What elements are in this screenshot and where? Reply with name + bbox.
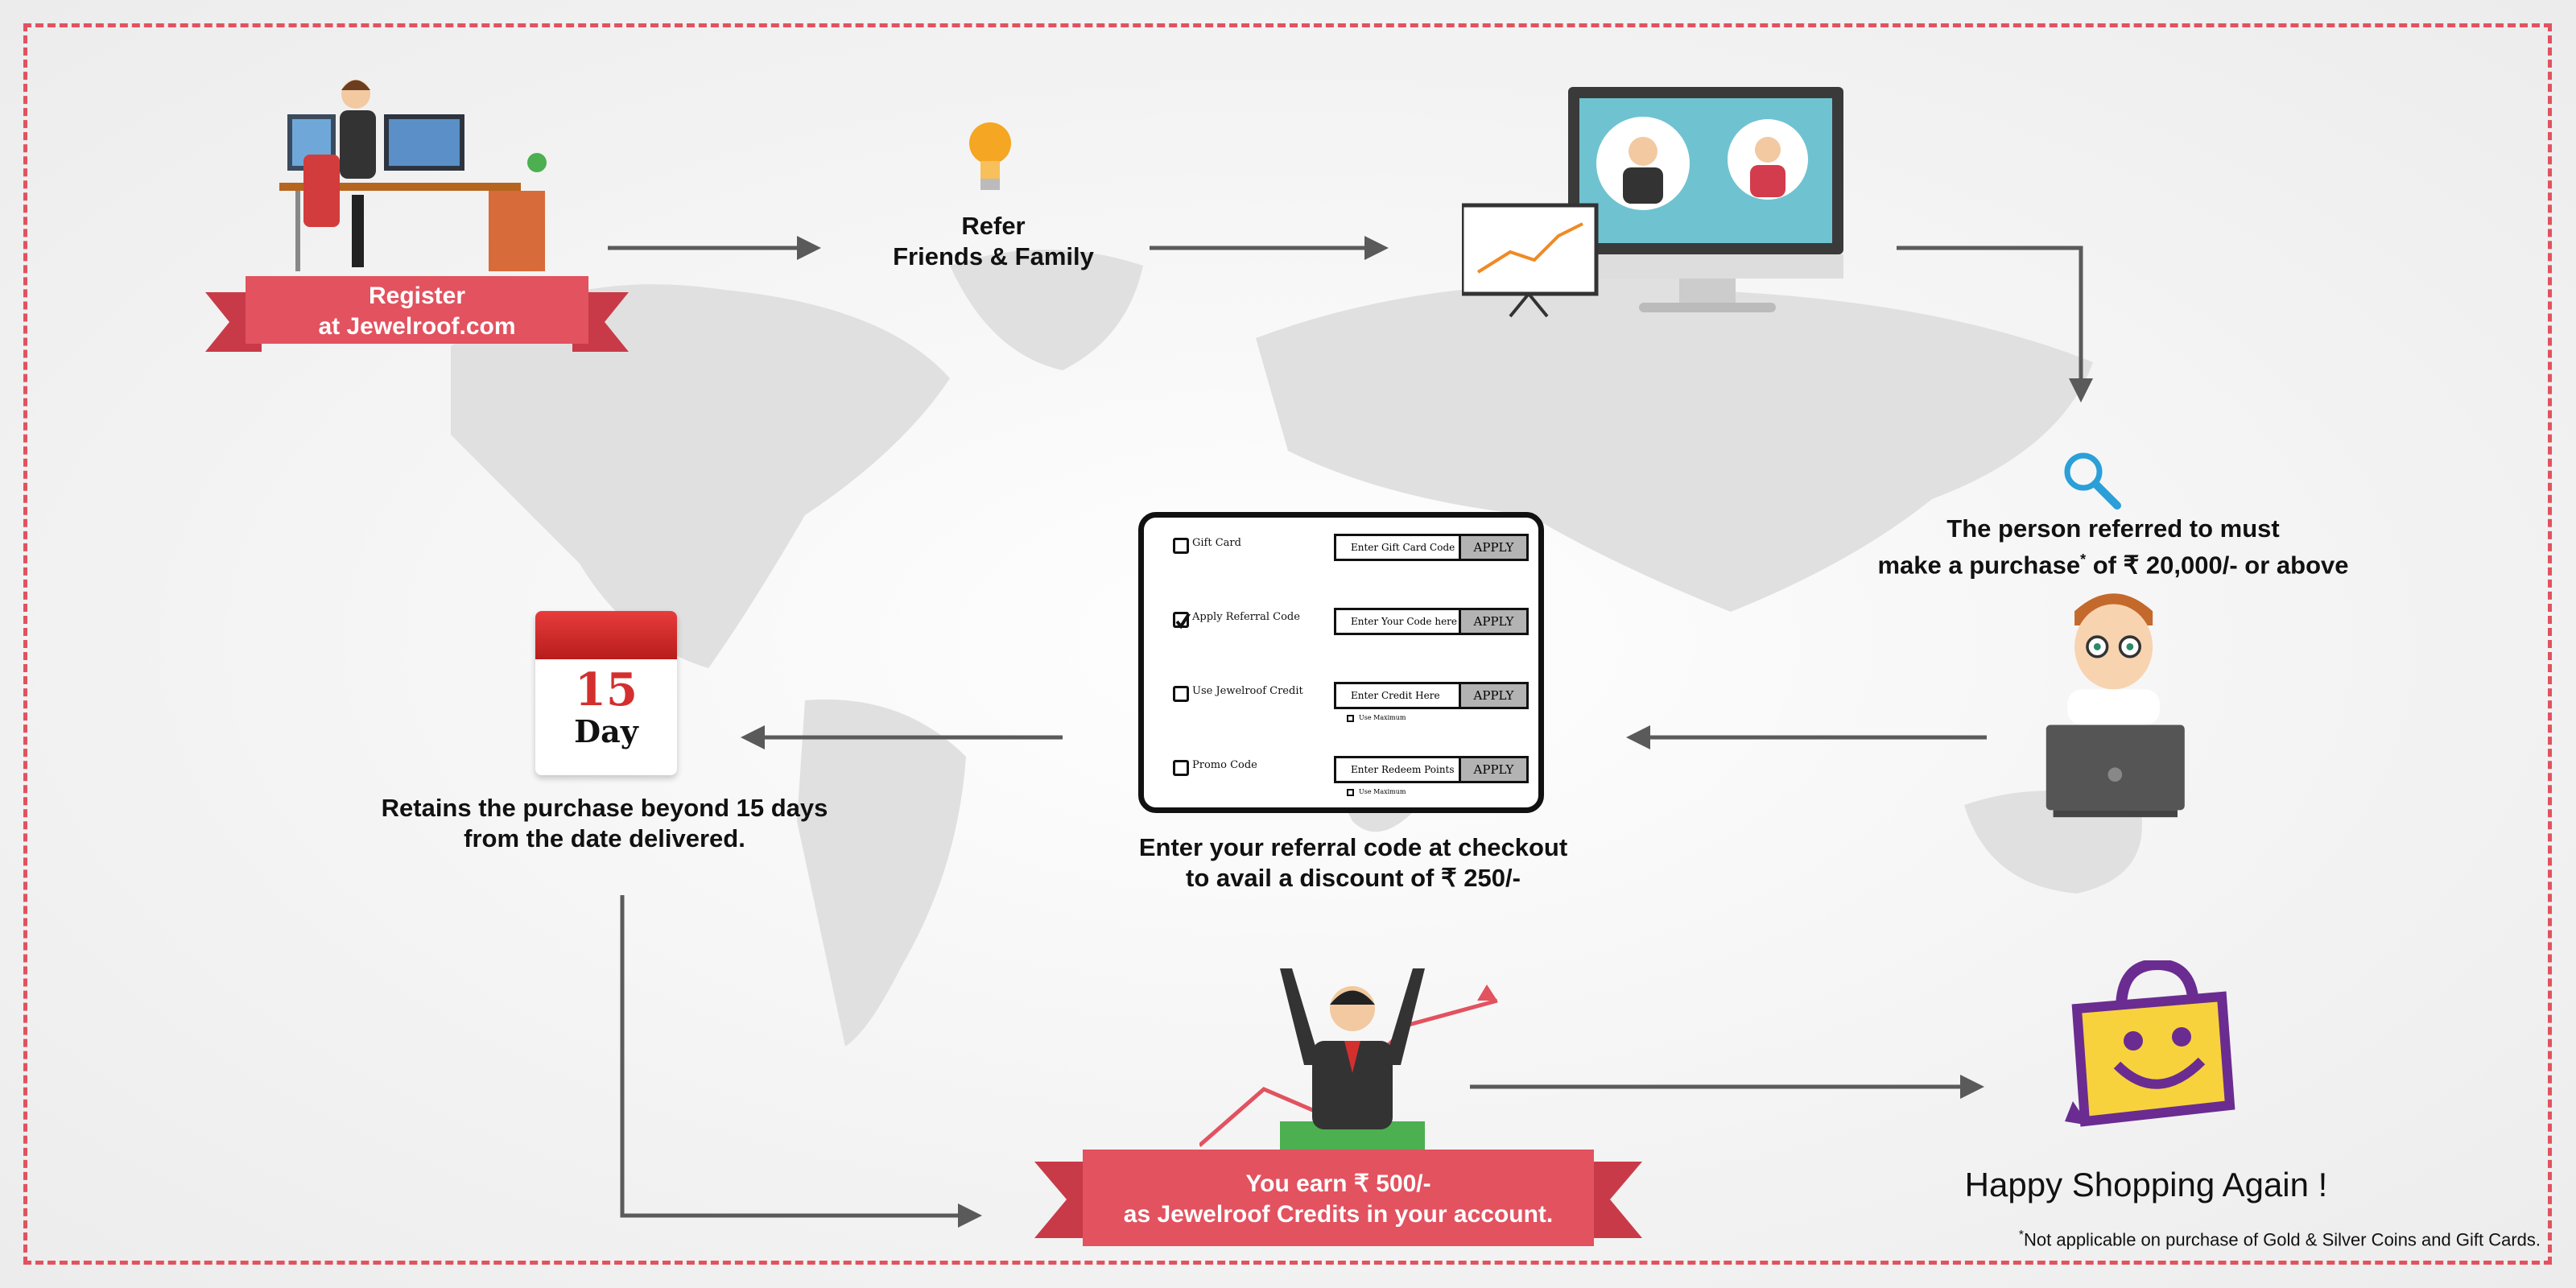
footnote-text: Not applicable on purchase of Gold & Sil… [2024,1229,2541,1250]
earn-banner: You earn ₹ 500/- as Jewelroof Credits in… [1034,1150,1642,1252]
checkout-text: Enter your referral code at checkout to … [1139,832,1567,894]
video-call-monitor-illustration [1462,87,1843,318]
person-at-desk-illustration [279,80,547,271]
register-banner: Register at Jewelroof.com [205,276,629,352]
referral-code-input[interactable]: Enter Your Code here [1334,608,1459,635]
calendar-day-number: 15 [575,663,638,716]
promo-code-apply-button[interactable]: APPLY [1459,756,1529,783]
promo-code-label: Promo Code [1192,759,1257,771]
footnote: *Not applicable on purchase of Gold & Si… [2019,1228,2541,1250]
purchase-line2b: of ₹ 20,000/- or above [2086,551,2349,580]
form-row-referral-code: Apply Referral Code Enter Your Code here… [1165,608,1529,637]
shopping-bag-icon [2065,960,2235,1127]
retain-text: Retains the purchase beyond 15 days from… [382,793,828,854]
gift-card-input[interactable]: Enter Gift Card Code [1334,534,1459,561]
earn-line1: You earn ₹ 500/- [1245,1170,1431,1197]
register-link[interactable]: at Jewelroof.com [318,313,516,340]
calendar-icon: 15 Day [535,611,677,775]
use-maximum-checkbox[interactable] [1347,788,1354,796]
lightbulb-icon [969,122,1011,190]
use-maximum-label: Use Maximum [1359,788,1406,795]
jewelroof-credit-label: Use Jewelroof Credit [1192,685,1303,697]
refer-line2: Friends & Family [893,242,1094,270]
celebrating-man-illustration [1199,968,1498,1154]
refer-line1: Refer [961,212,1026,240]
arrow-monitor-to-purchase [1897,246,2093,402]
promo-code-input[interactable]: Enter Redeem Points [1334,756,1459,783]
purchase-asterisk: * [2080,551,2087,568]
checkout-line2: to avail a discount of ₹ 250/- [1186,864,1521,892]
register-line1: Register [368,283,466,309]
purchase-line1: The person referred to must [1946,514,2280,543]
referral-code-label: Apply Referral Code [1192,611,1300,623]
form-row-jewelroof-credit: Use Jewelroof Credit Enter Credit Here A… [1165,682,1529,722]
retain-line2: from the date delivered. [464,824,745,852]
jewelroof-credit-apply-button[interactable]: APPLY [1459,682,1529,709]
purchase-line2a: make a purchase [1877,551,2081,580]
form-row-gift-card: Gift Card Enter Gift Card Code APPLY [1165,534,1529,563]
jewelroof-credit-checkbox[interactable] [1173,686,1189,702]
happy-shopping-text: Happy Shopping Again ! [1964,1166,2328,1203]
gift-card-checkbox[interactable] [1173,538,1189,554]
checkout-form: Gift Card Enter Gift Card Code APPLY App… [1138,512,1544,813]
use-maximum-label: Use Maximum [1359,714,1406,721]
purchase-condition-text: The person referred to must make a purch… [1877,514,2348,580]
footnote-asterisk: * [2018,1228,2024,1242]
earn-line2: as Jewelroof Credits in your account. [1123,1201,1554,1228]
arrow-calendar-to-earn [620,895,982,1228]
jewelroof-credit-input[interactable]: Enter Credit Here [1334,682,1459,709]
credit-use-maximum[interactable]: Use Maximum [1347,714,1406,722]
referral-code-checkbox[interactable] [1173,611,1191,630]
calendar-day-label: Day [574,713,638,749]
dashed-border [23,23,2552,1265]
use-maximum-checkbox[interactable] [1347,714,1354,722]
gift-card-label: Gift Card [1192,537,1241,549]
person-with-laptop-illustration [2046,593,2185,818]
magnifier-icon [2064,452,2121,510]
refer-text: Refer Friends & Family [893,211,1094,272]
promo-code-checkbox[interactable] [1173,760,1189,776]
retain-line1: Retains the purchase beyond 15 days [381,794,828,822]
referral-code-apply-button[interactable]: APPLY [1459,608,1529,635]
checkout-line1: Enter your referral code at checkout [1138,833,1568,861]
purchase-line2: make a purchase* of ₹ 20,000/- or above [1877,544,2348,580]
gift-card-apply-button[interactable]: APPLY [1459,534,1529,561]
promo-use-maximum[interactable]: Use Maximum [1347,788,1406,796]
form-row-promo-code: Promo Code Enter Redeem Points APPLY Use… [1165,756,1529,796]
checkmark-icon [1175,611,1191,630]
